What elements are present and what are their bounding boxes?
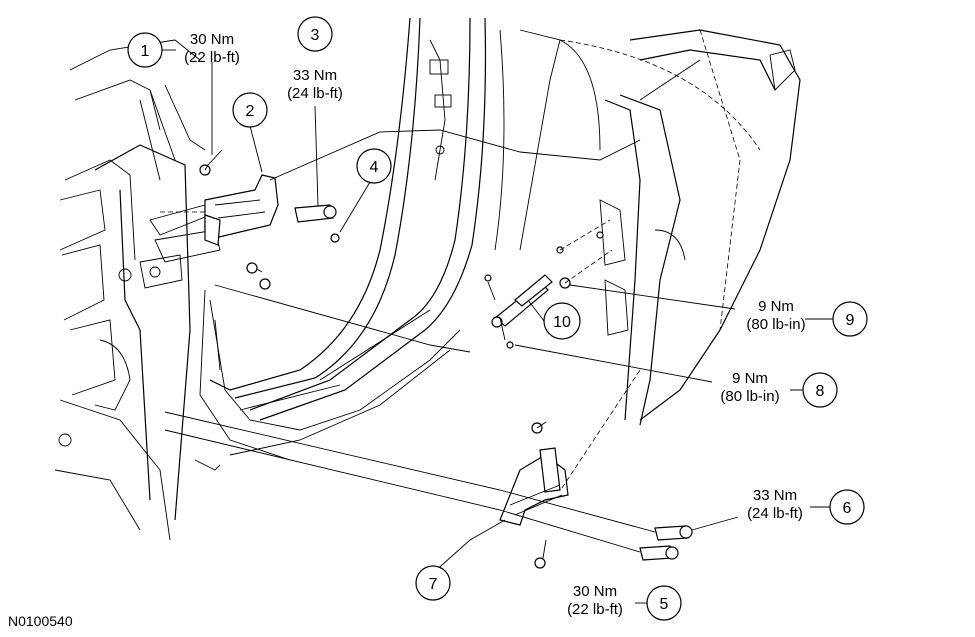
callout-6-number: 6 — [843, 500, 852, 517]
callout-1-number: 1 — [141, 43, 150, 60]
callout-6-torque-imperial: (24 lb-ft) — [747, 505, 803, 522]
callout-1-torque-nm: 30 Nm — [190, 31, 234, 48]
callout-5: 5 30 Nm (22 lb-ft) — [567, 583, 682, 621]
callout-8: 8 9 Nm (80 lb-in) — [720, 370, 838, 408]
callout-9-torque-imperial: (80 lb-in) — [746, 316, 805, 333]
callout-3-torque-nm: 33 Nm — [293, 67, 337, 84]
callout-7-number: 7 — [429, 576, 438, 593]
leader-lines — [162, 49, 835, 604]
lower-hinge — [164, 369, 693, 569]
callout-10-number: 10 — [553, 314, 571, 331]
callout-9-torque-nm: 9 Nm — [758, 298, 794, 315]
callout-7: 7 — [415, 565, 451, 601]
callout-8-torque-nm: 9 Nm — [732, 370, 768, 387]
callout-1-torque-imperial: (22 lb-ft) — [184, 49, 240, 66]
callout-9: 9 9 Nm (80 lb-in) — [746, 298, 868, 337]
rear-door — [559, 29, 801, 426]
callout-8-torque-imperial: (80 lb-in) — [720, 388, 779, 405]
callout-5-torque-imperial: (22 lb-ft) — [567, 601, 623, 618]
door-frame — [194, 17, 601, 471]
callout-6: 6 33 Nm (24 lb-ft) — [747, 487, 865, 525]
callout-4-number: 4 — [370, 159, 379, 176]
upper-hinge — [160, 129, 641, 353]
callout-9-number: 9 — [846, 312, 855, 329]
callout-2-number: 2 — [246, 103, 255, 120]
callout-1: 1 30 Nm (22 lb-ft) — [127, 31, 240, 68]
callout-3: 3 33 Nm (24 lb-ft) — [287, 16, 343, 102]
callout-6-torque-nm: 33 Nm — [753, 487, 797, 504]
callout-4: 4 — [356, 148, 392, 184]
callout-8-number: 8 — [816, 383, 825, 400]
callout-5-number: 5 — [660, 596, 669, 613]
door-check — [484, 219, 613, 349]
callout-10: 10 — [543, 302, 581, 340]
figure-id: N0100540 — [8, 613, 73, 629]
callout-3-torque-imperial: (24 lb-ft) — [287, 85, 343, 102]
vehicle-body-left — [54, 39, 221, 541]
callout-3-number: 3 — [311, 27, 320, 44]
callout-2: 2 — [232, 92, 268, 128]
callout-5-torque-nm: 30 Nm — [573, 583, 617, 600]
